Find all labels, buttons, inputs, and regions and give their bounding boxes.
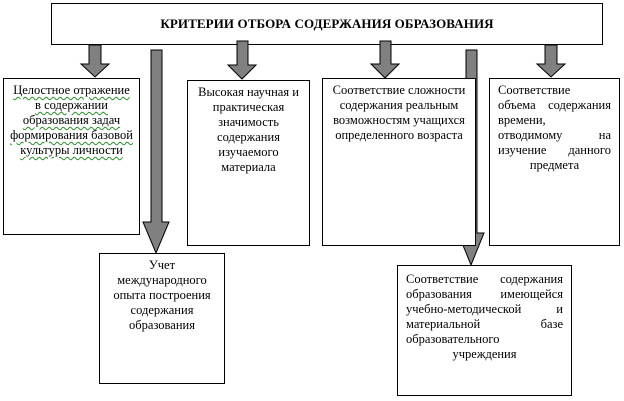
arrow-down-icon — [226, 40, 258, 80]
criterion-text: Высокая научная и практическая значимост… — [198, 85, 299, 174]
criterion-text: Соответствие содержания образования имею… — [406, 272, 563, 361]
criterion-text: Целостное отражение в содержании образов… — [10, 83, 133, 157]
criterion-box-international-experience: Учет международного опыта построения сод… — [99, 253, 225, 384]
diagram-title: КРИТЕРИИ ОТБОРА СОДЕРЖАНИЯ ОБРАЗОВАНИЯ — [160, 16, 494, 31]
criterion-box-material-base: Соответствие содержания образования имею… — [397, 265, 572, 396]
criterion-box-integral-reflection: Целостное отражение в содержании образов… — [3, 78, 140, 235]
criterion-box-time-volume: Соответствие объема содержания времени, … — [489, 78, 620, 246]
criterion-text: Соответствие объема содержания времени, … — [498, 83, 611, 172]
criterion-text: Соответствие сложности содержания реальн… — [332, 83, 466, 142]
arrow-down-icon — [142, 49, 170, 255]
arrow-down-icon — [79, 44, 111, 78]
criterion-text: Учет международного опыта построения сод… — [113, 258, 211, 332]
criterion-box-complexity-age: Соответствие сложности содержания реальн… — [322, 78, 476, 246]
arrow-down-icon — [535, 44, 567, 78]
criterion-box-scientific-significance: Высокая научная и практическая значимост… — [187, 80, 310, 246]
arrow-down-icon — [369, 40, 401, 79]
title-box: КРИТЕРИИ ОТБОРА СОДЕРЖАНИЯ ОБРАЗОВАНИЯ — [51, 3, 603, 45]
